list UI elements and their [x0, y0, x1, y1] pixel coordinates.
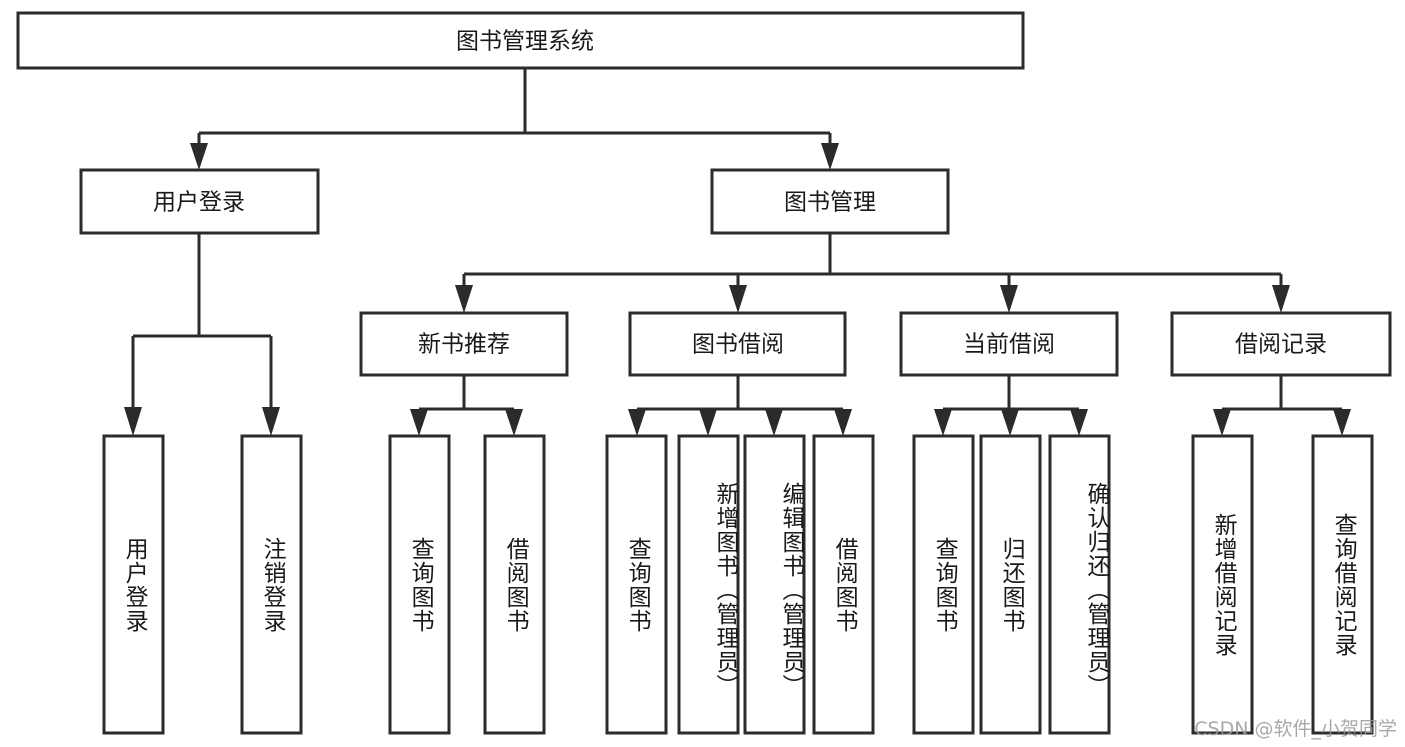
node-label-new-book-rec: 新书推荐: [418, 332, 510, 358]
node-box-user-login[interactable]: [79, 168, 320, 235]
node-box-current-borrow[interactable]: [899, 311, 1119, 377]
node-box-leaf-logout[interactable]: [240, 434, 303, 735]
arrow-root-to-book-manage: [821, 143, 839, 170]
node-box-leaf-borrow-book-2[interactable]: [812, 434, 875, 735]
arrow-new-book-rec-leaf-1: [410, 409, 428, 436]
node-box-leaf-return-book[interactable]: [979, 434, 1042, 735]
arrow-borrow-record-leaf-1: [1213, 409, 1231, 436]
arrow-borrow-record-leaf-2: [1333, 409, 1351, 436]
node-box-leaf-confirm-return[interactable]: [1048, 434, 1111, 735]
arrow-book-manage-to-book-borrow: [729, 285, 747, 313]
arrow-book-borrow-leaf-1: [628, 409, 646, 436]
arrow-user-login-leaf-2: [262, 407, 280, 436]
arrow-current-borrow-leaf-3: [1070, 409, 1088, 436]
node-box-leaf-user-login[interactable]: [102, 434, 165, 735]
arrow-user-login-leaf-1: [124, 407, 142, 436]
node-box-leaf-query-record[interactable]: [1311, 434, 1374, 735]
arrow-book-borrow-leaf-3: [765, 409, 783, 436]
connector-layer: [124, 68, 1351, 436]
arrow-book-borrow-leaf-4: [834, 409, 852, 436]
node-box-borrow-record[interactable]: [1170, 311, 1392, 377]
arrow-book-manage-to-current-borrow: [1000, 285, 1018, 313]
node-box-leaf-add-book[interactable]: [677, 434, 740, 735]
node-layer: 图书管理系统 用户登录 图书管理 新书推荐 图书借阅 当前借阅 借阅记录: [16, 11, 1392, 735]
arrow-current-borrow-leaf-2: [1001, 409, 1019, 436]
node-label-root: 图书管理系统: [456, 29, 594, 55]
arrow-book-manage-to-borrow-record: [1272, 285, 1290, 313]
node-label-current-borrow: 当前借阅: [963, 332, 1055, 358]
node-box-leaf-query-book-1[interactable]: [388, 434, 451, 735]
node-box-leaf-query-book-2[interactable]: [605, 434, 668, 735]
node-box-leaf-borrow-book-1[interactable]: [483, 434, 546, 735]
node-label-book-manage: 图书管理: [784, 190, 876, 216]
arrow-new-book-rec-leaf-2: [505, 409, 523, 436]
node-label-user-login: 用户登录: [153, 190, 245, 216]
arrow-book-manage-to-new-book-rec: [455, 285, 473, 313]
node-box-book-manage[interactable]: [710, 168, 950, 235]
node-box-leaf-edit-book[interactable]: [743, 434, 806, 735]
node-box-leaf-add-record[interactable]: [1191, 434, 1254, 735]
node-label-borrow-record: 借阅记录: [1235, 332, 1327, 358]
arrow-current-borrow-leaf-1: [934, 409, 952, 436]
arrow-book-borrow-leaf-2: [699, 409, 717, 436]
node-label-book-borrow: 图书借阅: [692, 332, 784, 358]
csdn-watermark: CSDN @软件_小贺同学: [1194, 718, 1397, 740]
node-box-book-borrow[interactable]: [628, 311, 847, 377]
node-box-root[interactable]: [16, 11, 1025, 70]
node-box-leaf-query-book-3[interactable]: [912, 434, 975, 735]
arrow-root-to-user-login: [190, 143, 208, 170]
node-box-new-book-rec[interactable]: [359, 311, 569, 377]
